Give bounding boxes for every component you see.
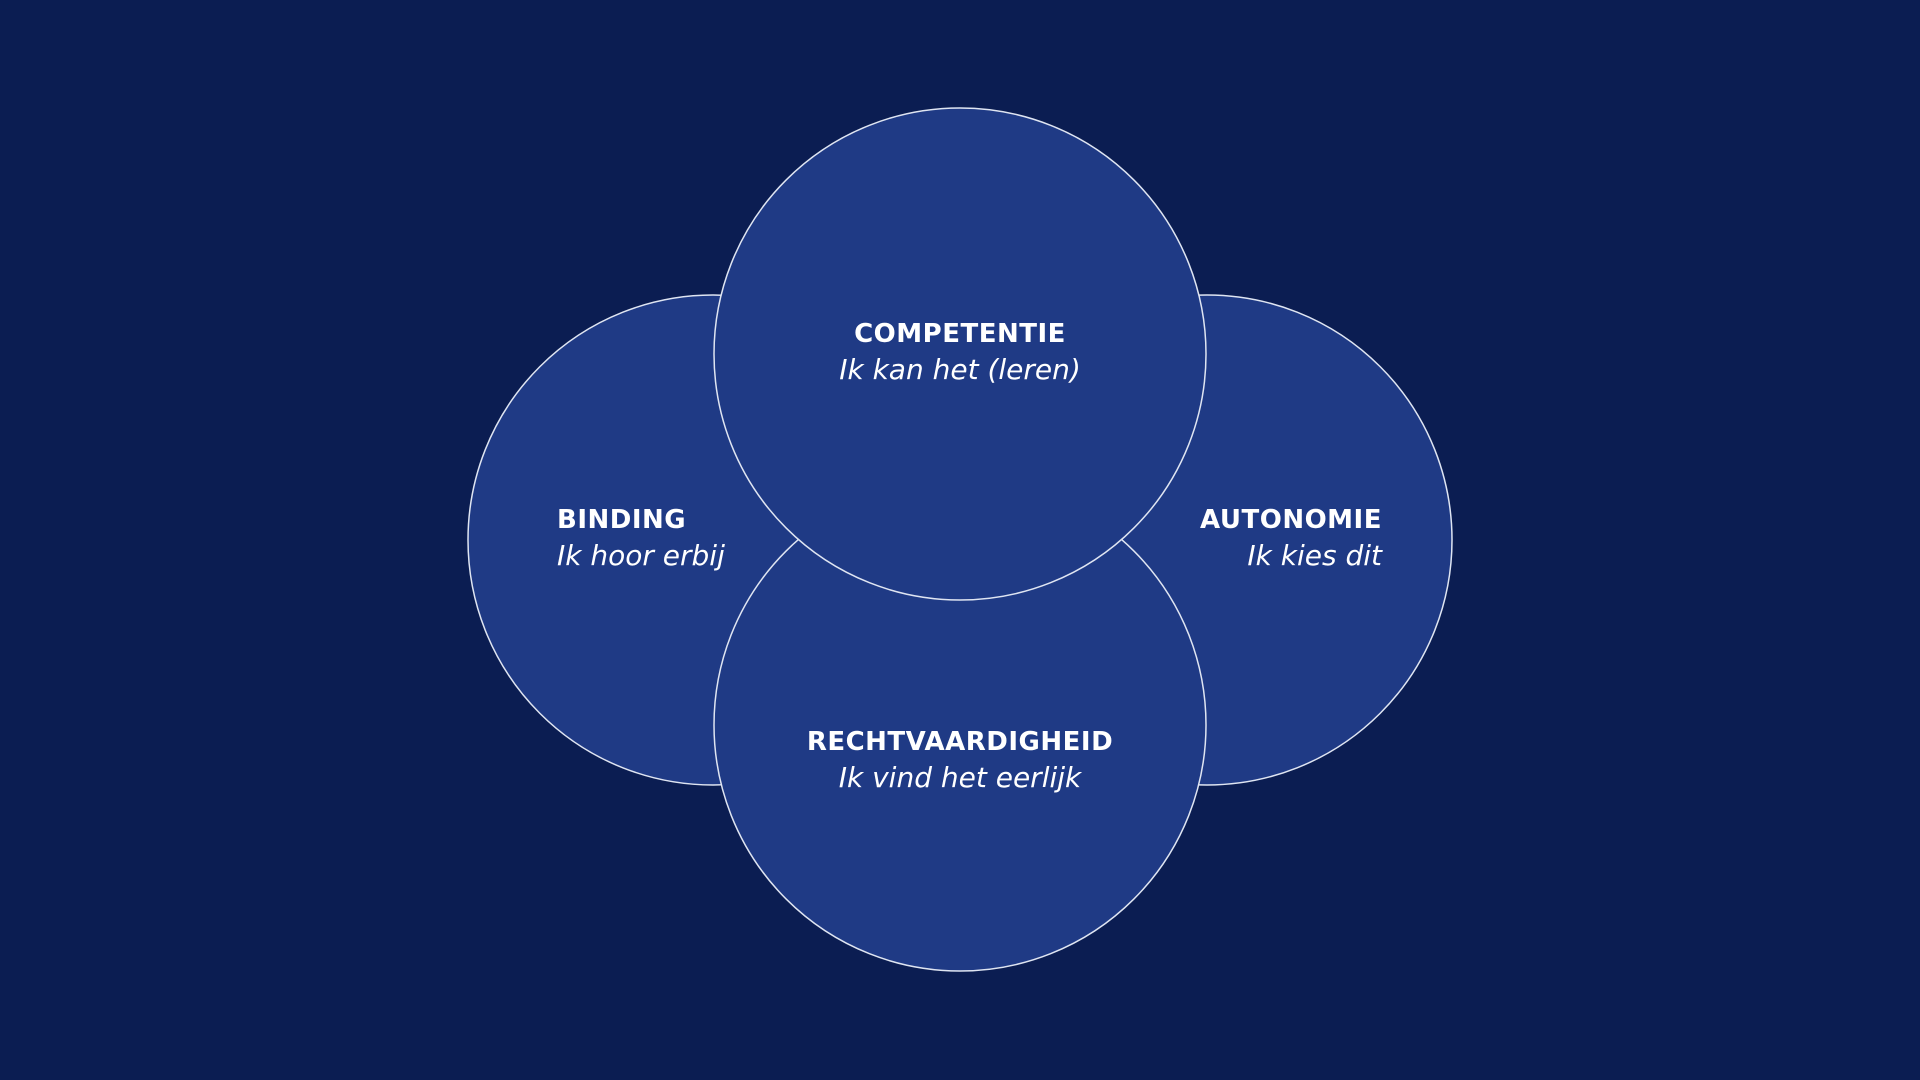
circle-left-label: BINDING Ik hoor erbij bbox=[557, 504, 857, 574]
circle-right-subtitle: Ik kies dit bbox=[1247, 538, 1382, 572]
circle-top-label: COMPETENTIE Ik kan het (leren) bbox=[760, 318, 1160, 388]
circle-top-title: COMPETENTIE bbox=[854, 319, 1066, 349]
circle-bottom-subtitle: Ik vind het eerlijk bbox=[838, 760, 1082, 794]
circle-right-label: AUTONOMIE Ik kies dit bbox=[1082, 504, 1382, 574]
circle-left-title: BINDING bbox=[557, 505, 687, 535]
circle-top bbox=[713, 107, 1207, 601]
circle-top-subtitle: Ik kan het (leren) bbox=[839, 352, 1081, 386]
circle-bottom-label: RECHTVAARDIGHEID Ik vind het eerlijk bbox=[760, 726, 1160, 796]
circle-bottom-title: RECHTVAARDIGHEID bbox=[806, 727, 1114, 757]
circle-right-title: AUTONOMIE bbox=[1200, 505, 1382, 535]
circle-left-subtitle: Ik hoor erbij bbox=[557, 538, 725, 572]
